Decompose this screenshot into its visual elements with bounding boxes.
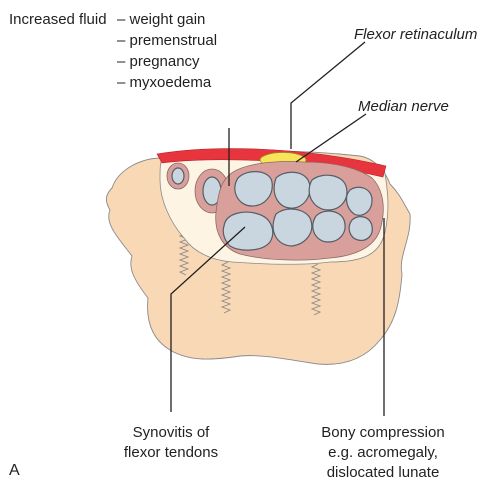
tendon: [309, 175, 347, 210]
fluid-cause-2: – premenstrual: [117, 32, 217, 49]
tendon: [347, 187, 372, 215]
bony-label-line1: Bony compression: [321, 424, 444, 441]
synovitis-label-line2: flexor tendons: [124, 444, 218, 461]
bony-label-line2: e.g. acromegaly,: [328, 444, 438, 461]
tendon: [274, 172, 310, 208]
panel-label: A: [9, 462, 20, 479]
retinaculum-leader-line: [291, 42, 365, 149]
flexor-retinaculum-label: Flexor retinaculum: [354, 26, 477, 43]
fluid-cause-1: – weight gain: [117, 11, 205, 28]
tendon: [349, 217, 372, 241]
tendon: [313, 211, 345, 242]
median-nerve-label: Median nerve: [358, 98, 449, 115]
tendon: [223, 212, 272, 250]
synovitis-label-line1: Synovitis of: [133, 424, 211, 441]
fluid-cause-3: – pregnancy: [117, 53, 200, 70]
fluid-heading: Increased fluid: [9, 11, 107, 28]
fluid-cause-4: – myxoedema: [117, 74, 212, 91]
bony-label-line3: dislocated lunate: [327, 464, 440, 481]
tendon-isolated: [172, 168, 184, 184]
